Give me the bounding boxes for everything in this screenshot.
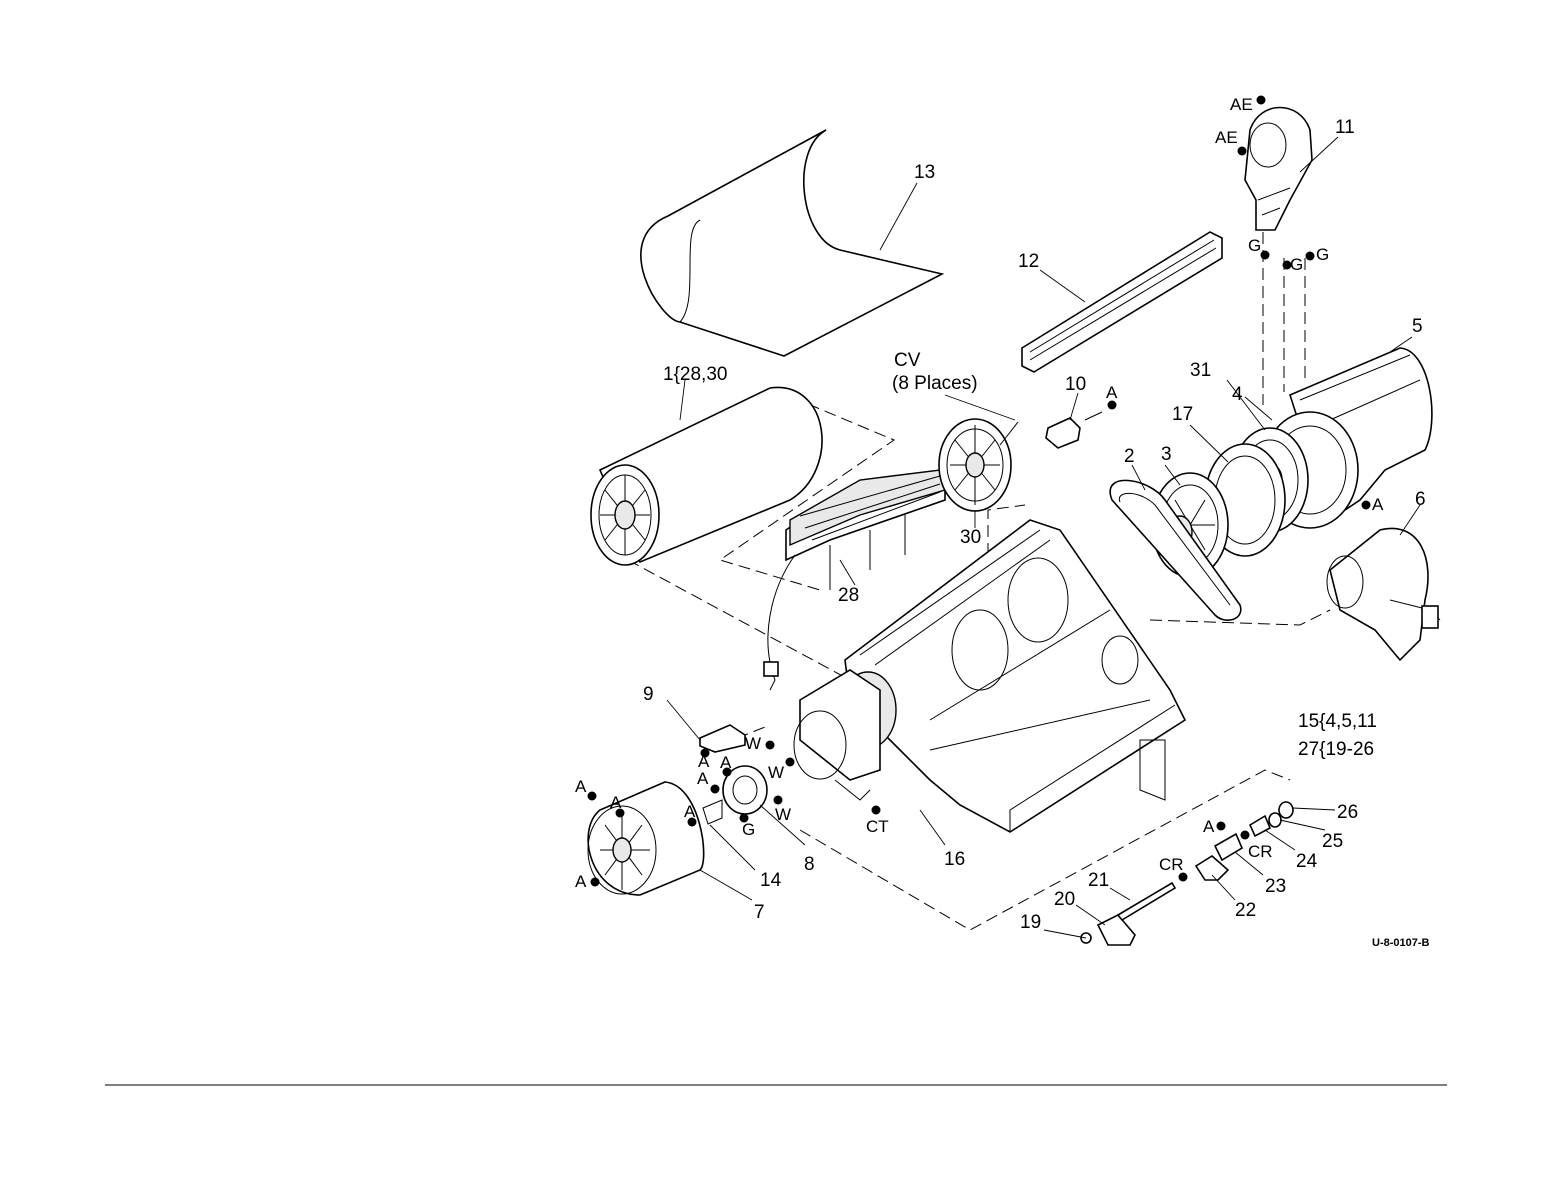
ref-A-6: A [1372, 495, 1384, 514]
label-part-5: 5 [1412, 316, 1423, 337]
label-part-10: 10 [1065, 374, 1086, 395]
part-9-switch [700, 725, 745, 752]
label-part-21: 21 [1088, 870, 1109, 891]
label-part-26: 26 [1337, 802, 1358, 823]
ref-A-8b: A [697, 769, 709, 788]
label-part-20: 20 [1054, 889, 1075, 910]
ref-G-2: G [1290, 255, 1303, 274]
ref-CR-22: CR [1159, 855, 1184, 874]
label-part-24: 24 [1296, 851, 1318, 872]
label-part-17: 17 [1172, 404, 1193, 425]
kit-note-27: 27{19-26 [1298, 739, 1374, 760]
ref-A-14: A [684, 802, 696, 821]
label-part-13: 13 [914, 162, 935, 183]
part-7-front-housing [588, 782, 704, 895]
ref-W-2: W [768, 763, 784, 782]
label-part-23: 23 [1265, 876, 1286, 897]
label-part-6: 6 [1415, 489, 1426, 510]
ref-AE-1: AE [1230, 95, 1253, 114]
cv-note-places: (8 Places) [892, 373, 978, 394]
part-14-bracket [703, 800, 722, 824]
label-part-14: 14 [760, 870, 782, 891]
ref-A-8a: A [720, 753, 732, 772]
label-part-8: 8 [804, 854, 815, 875]
label-part-25: 25 [1322, 831, 1343, 852]
ref-A-7a: A [575, 777, 587, 796]
ref-AE-2: AE [1215, 128, 1238, 147]
part-13-sheet [641, 130, 942, 356]
ref-CR-24: CR [1248, 842, 1273, 861]
label-part-2: 2 [1124, 446, 1135, 467]
label-part-19: 19 [1020, 912, 1041, 933]
label-part-30: 30 [960, 527, 981, 548]
ref-G-1: G [1248, 236, 1261, 255]
ref-W-3: W [775, 805, 791, 824]
part-12-rail [1022, 232, 1222, 372]
ref-W-1: W [745, 734, 761, 753]
ref-A-7b: A [610, 793, 622, 812]
ref-G-8: G [742, 820, 755, 839]
label-part-22: 22 [1235, 900, 1256, 921]
label-part-31: 31 [1190, 360, 1211, 381]
label-part-3: 3 [1161, 444, 1172, 465]
cv-note-code: CV [894, 350, 921, 371]
label-part-4: 4 [1232, 384, 1243, 405]
label-part-11: 11 [1335, 117, 1355, 138]
part-30-wheel [939, 419, 1018, 511]
ref-A-10: A [1106, 383, 1118, 402]
part-16-bracket [794, 670, 880, 800]
drawing-code: U-8-0107-B [1372, 937, 1430, 949]
part-6-motor [1327, 528, 1440, 660]
label-part-12: 12 [1018, 251, 1039, 272]
label-part-16: 16 [944, 849, 965, 870]
ref-G-3: G [1316, 245, 1329, 264]
label-part-28: 28 [838, 585, 859, 606]
ref-CT: CT [866, 817, 889, 836]
part-11-duct [1245, 108, 1312, 231]
label-part-1: 1{28,30 [663, 364, 727, 385]
label-part-9: 9 [643, 684, 654, 705]
ref-A-7c: A [575, 872, 587, 891]
kit-note-15: 15{4,5,11 [1298, 711, 1377, 732]
ref-A-23: A [1203, 817, 1215, 836]
label-part-7: 7 [754, 902, 765, 923]
part-10-sensor [1046, 412, 1102, 448]
main-frame [840, 520, 1185, 832]
